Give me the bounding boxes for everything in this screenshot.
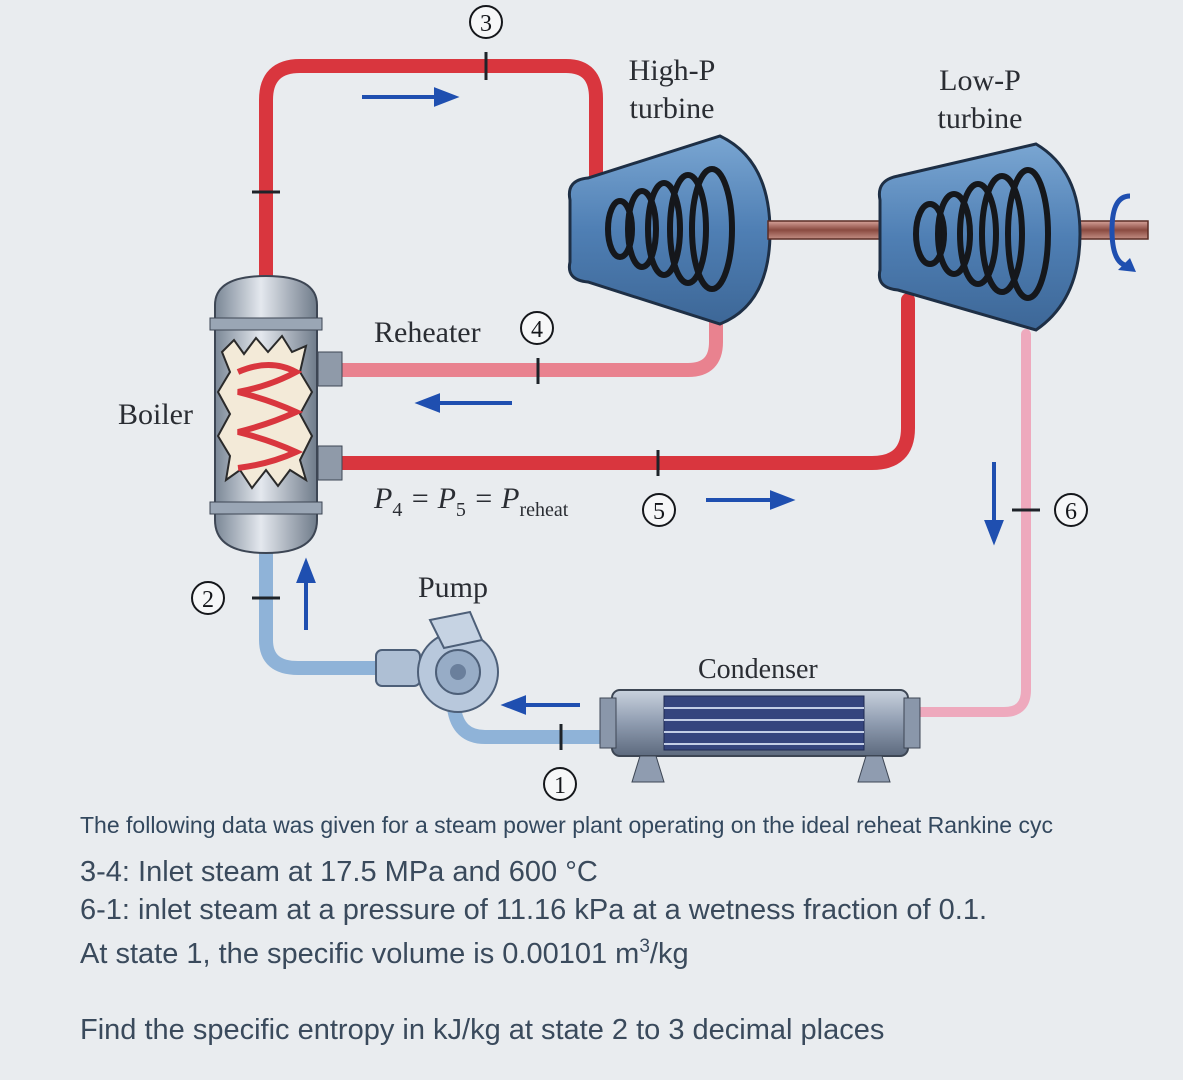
boiler: [209, 274, 343, 555]
state-ticks: [252, 52, 1040, 750]
problem-line-specific-volume: At state 1, the specific volume is 0.001…: [80, 936, 689, 971]
svg-text:4: 4: [531, 317, 543, 343]
svg-text:5: 5: [653, 499, 665, 525]
pipe-boiler-to-hp-turbine: [259, 59, 603, 299]
hp-turbine-label-line1: High-P: [629, 54, 716, 87]
rotation-arrow-icon: [1109, 193, 1131, 269]
lp-turbine-label-line2: turbine: [938, 102, 1023, 135]
specific-volume-exponent: 3: [639, 936, 650, 957]
problem-question: Find the specific entropy in kJ/kg at st…: [80, 1014, 885, 1046]
svg-text:2: 2: [202, 587, 214, 613]
problem-line-6-1: 6-1: inlet steam at a pressure of 11.16 …: [80, 894, 988, 926]
svg-text:3: 3: [480, 11, 492, 37]
flow-arrows: [296, 87, 1004, 715]
state-4-marker: 4: [520, 311, 554, 345]
low-p-turbine: [877, 142, 1082, 332]
specific-volume-text: At state 1, the specific volume is 0.001…: [80, 938, 640, 970]
state-6-marker: 6: [1054, 493, 1088, 527]
pipe-condenser-to-pump: [447, 701, 622, 744]
svg-text:1: 1: [554, 773, 566, 799]
hp-turbine-label-line2: turbine: [630, 92, 715, 125]
pressure-equation: P4 = P5 = Preheat: [373, 482, 569, 521]
high-p-turbine: [567, 134, 772, 326]
state-5-marker: 5: [642, 493, 676, 527]
pipe-reheater-to-lp-turbine: [333, 293, 915, 470]
problem-line-3-4: 3-4: Inlet steam at 17.5 MPa and 600 °C: [80, 856, 598, 888]
pump: [375, 610, 499, 713]
pipe-pump-to-boiler: [259, 538, 400, 675]
reheater-label: Reheater: [374, 316, 481, 349]
pipes: [259, 59, 1031, 744]
pump-label: Pump: [418, 571, 488, 604]
problem-intro: The following data was given for a steam…: [80, 812, 1053, 838]
state-3-marker: 3: [469, 5, 503, 39]
state-2-marker: 2: [191, 581, 225, 615]
state-1-marker: 1: [543, 767, 577, 801]
svg-text:6: 6: [1065, 499, 1077, 525]
boiler-coil: [236, 362, 304, 471]
condenser: [599, 689, 921, 783]
boiler-label: Boiler: [118, 398, 193, 431]
specific-volume-unit: /kg: [649, 938, 689, 970]
state-markers: 3 4 5 6 2 1: [191, 5, 1088, 801]
pipe-lp-turbine-to-condenser: [900, 329, 1031, 717]
condenser-label: Condenser: [698, 654, 818, 685]
lp-turbine-label-line1: Low-P: [939, 64, 1021, 97]
reheat-rankine-diagram: 3 4 5 6 2 1 High-P turbine Low-P turbine…: [118, 5, 1149, 801]
pipe-hp-turbine-to-reheater: [333, 315, 723, 377]
